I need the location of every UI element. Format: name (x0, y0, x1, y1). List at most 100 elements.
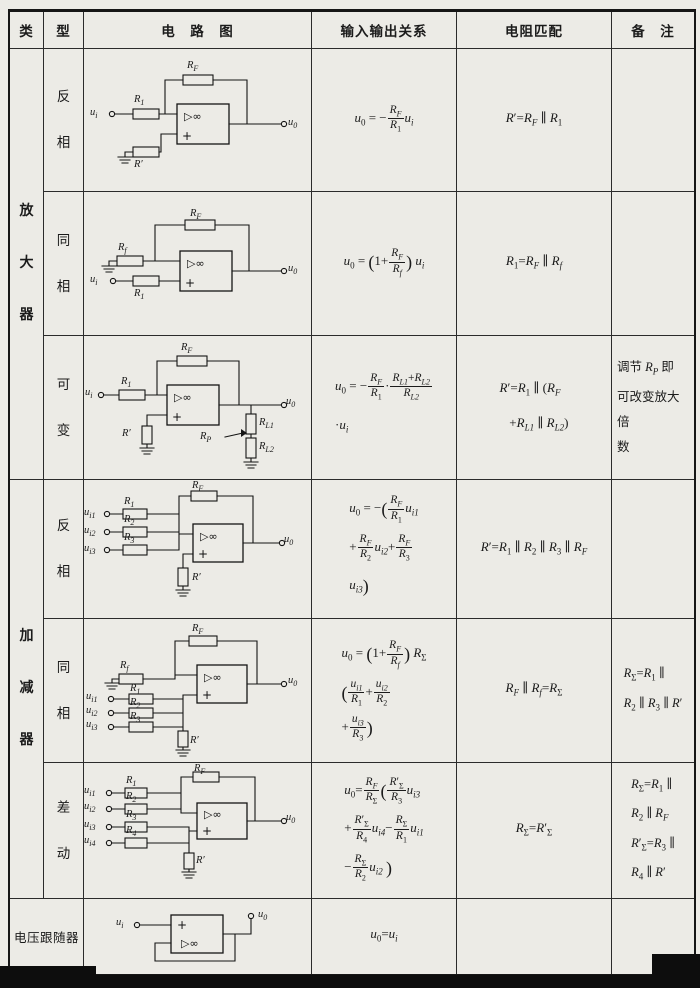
label-rl1: RL1 (259, 417, 274, 431)
opamp-symbol: ▷∞ (204, 671, 222, 684)
label-ui: ui (90, 107, 98, 121)
label-r2: R2 (124, 514, 135, 528)
formula: u0=ui (370, 926, 398, 944)
opamp-plus: + (198, 547, 208, 561)
subtype-label: 可变 (56, 376, 71, 438)
circuit-cell-inverting-amplifier: ▷∞ + ui R1 RF u0 R′ (84, 49, 312, 192)
label-ui3: ui3 (84, 819, 96, 833)
subtype-label: 同相 (56, 232, 71, 294)
opamp-circuits-table: 类 型 电 路 图 输入输出关系 电阻匹配 备 注 放大器 加减器 电压跟随器 … (8, 9, 696, 976)
match-formula: R1=RF ∥ Rf (505, 253, 563, 271)
label-ui2: ui2 (84, 801, 96, 815)
noninverting-amplifier-schematic: ▷∞ + (100, 219, 287, 292)
match-cell-2: R1=RF ∥ Rf (457, 192, 612, 336)
opamp-plus: + (172, 410, 182, 424)
subtype-differential: 差动 (44, 763, 84, 899)
subtype-label: 同相 (56, 659, 71, 721)
label-uo: u0 (288, 263, 298, 277)
header-remarks-label: 备 注 (631, 24, 675, 39)
circuit-cell-inverting-adder: ▷∞ + ui1 ui2 ui3 R1 R2 R3 RF u0 R′ (84, 480, 312, 619)
io-cell-7: u0=ui (312, 899, 457, 974)
label-rprime: R′ (122, 428, 131, 439)
label-r1: R1 (134, 94, 145, 108)
label-rf: RF (192, 480, 204, 494)
label-ui1: ui1 (86, 691, 98, 705)
opamp-symbol: ▷∞ (187, 257, 205, 270)
voltage-follower-schematic: + ▷∞ (133, 912, 254, 962)
header-subtype: 型 (44, 12, 84, 49)
header-remarks: 备 注 (612, 12, 694, 49)
label-r2: R2 (126, 791, 137, 805)
opamp-plus: + (202, 688, 212, 702)
opamp-symbol: ▷∞ (200, 530, 218, 543)
label-rf: RF (190, 208, 202, 222)
subtype-variable-amp: 可变 (44, 336, 84, 480)
subtype-noninverting-amp: 同相 (44, 192, 84, 336)
label-uo: u0 (288, 117, 298, 131)
label-ui1: ui1 (84, 785, 96, 799)
opamp-plus: + (202, 824, 212, 838)
variable-amplifier-schematic: ▷∞ + (97, 355, 287, 469)
subtype-inverting-adder: 反相 (44, 480, 84, 619)
circuit-cell-variable-amplifier: ▷∞ + ui R1 RF u0 RP RL1 RL2 R′ (84, 336, 312, 480)
label-r1: R1 (121, 376, 132, 390)
label-uo: u0 (288, 675, 298, 689)
header-subtype-label: 型 (56, 24, 71, 39)
header-match-label: 电阻匹配 (505, 24, 563, 39)
scan-bottom-left-edge (0, 966, 96, 978)
circuit-cell-noninverting-adder: ▷∞ + RF Rf R1 R2 R3 ui1 ui2 ui3 u0 R′ (84, 619, 312, 763)
label-rf: RF (194, 763, 206, 777)
subtype-noninverting-adder: 同相 (44, 619, 84, 763)
label-r3: R3 (124, 532, 135, 546)
label-rf: RF (187, 60, 199, 74)
label-rprime: R′ (134, 159, 143, 170)
label-rsf: Rf (118, 242, 127, 256)
header-circuit-label: 电 路 图 (161, 24, 234, 39)
subtype-inverting-amp: 反相 (44, 49, 84, 192)
note-text: RΣ=R1 ∥R2 ∥ R3 ∥ R′ (623, 666, 683, 712)
noninverting-adder-schematic: ▷∞ + (103, 635, 287, 757)
match-cell-1: R′=RF ∥ R1 (457, 49, 612, 192)
match-cell-3: R′=R1 ∥ (RF +RL1 ∥ RL2) (457, 336, 612, 480)
label-ui: ui (90, 274, 98, 288)
header-io-label: 输入输出关系 (340, 24, 428, 39)
label-uo: u0 (284, 534, 294, 548)
match-formula: R′=R1 ∥ R2 ∥ R3 ∥ RF (480, 538, 588, 557)
label-r3: R3 (130, 711, 141, 725)
label-uo: u0 (286, 812, 296, 826)
note-cell-2 (612, 192, 694, 336)
label-ui2: ui2 (84, 525, 96, 539)
note-cell-3: 调节 RP 即可改变放大倍数 (612, 336, 694, 480)
match-cell-7 (457, 899, 612, 974)
opamp-plus: + (182, 129, 192, 143)
inverting-adder-schematic: ▷∞ + (103, 490, 285, 597)
label-rprime: R′ (190, 735, 199, 746)
opamp-symbol: ▷∞ (204, 808, 222, 821)
inverting-amplifier-schematic: ▷∞ + (108, 74, 287, 164)
header-circuit-diagram: 电 路 图 (84, 12, 312, 49)
label-ui1: ui1 (84, 507, 96, 521)
label-rprime: R′ (196, 855, 205, 866)
label-ui2: ui2 (86, 705, 98, 719)
match-cell-6: RΣ=R′Σ (457, 763, 612, 899)
match-cell-4: R′=R1 ∥ R2 ∥ R3 ∥ RF (457, 480, 612, 619)
match-formula: RΣ=R′Σ (515, 820, 553, 838)
label-r1: R1 (126, 775, 137, 789)
label-rf: RF (192, 623, 204, 637)
header-type-label: 类 (19, 24, 34, 39)
group-adder-subtractor-label: 加减器 (19, 629, 34, 748)
circuit-cell-differential-adder: ▷∞ + ui1 ui2 ui3 ui4 R1 R2 R3 R4 RF u0 R… (84, 763, 312, 899)
label-ui: ui (85, 387, 93, 401)
circuit-cell-noninverting-amplifier: ▷∞ + RF Rf R1 ui u0 (84, 192, 312, 336)
label-ui3: ui3 (84, 543, 96, 557)
match-formula: R′=RF ∥ R1 (505, 109, 563, 128)
label-r1: R1 (124, 496, 135, 510)
